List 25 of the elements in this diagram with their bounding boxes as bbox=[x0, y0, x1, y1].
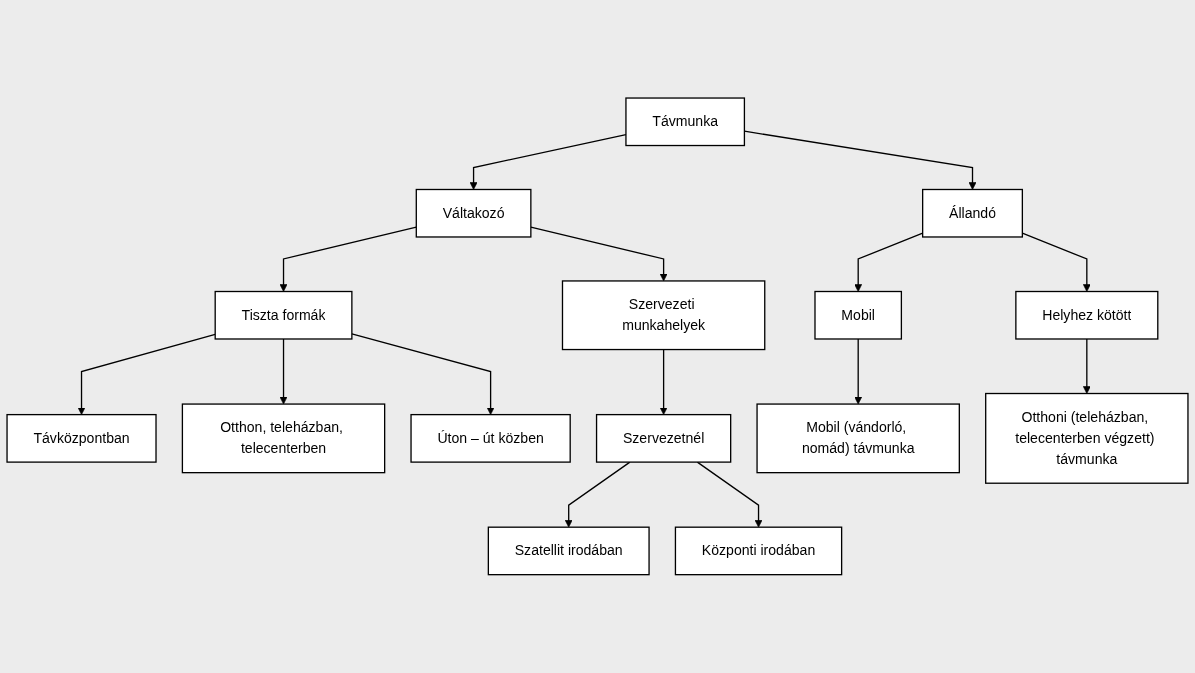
arrow bbox=[77, 333, 216, 416]
node-box: Otthon, teleházban, telecenterben bbox=[181, 403, 386, 474]
arrow bbox=[1082, 338, 1091, 394]
arrow bbox=[564, 461, 631, 528]
node-box: Állandó bbox=[922, 188, 1023, 238]
arrow bbox=[530, 226, 668, 282]
node-box: Tiszta formák bbox=[214, 290, 353, 340]
node-box: Váltakozó bbox=[415, 188, 532, 238]
node-box: Szervezeti munkahelyek bbox=[561, 280, 766, 351]
node-box: Otthoni (teleházban, telecenterben végzett) távmunka bbox=[985, 393, 1189, 484]
arrow bbox=[696, 461, 763, 528]
arrow bbox=[659, 349, 668, 416]
arrow bbox=[351, 333, 495, 416]
node-box: Szervezetnél bbox=[595, 414, 732, 463]
node-box: Távközpontban bbox=[6, 414, 157, 463]
node-box: Központi irodában bbox=[674, 526, 843, 576]
node-box: Helyhez kötött bbox=[1015, 290, 1159, 340]
node-box: Mobil bbox=[814, 290, 903, 340]
node-box: Mobil (vándorló, nomád) távmunka bbox=[756, 403, 960, 474]
node-box: Úton – út közben bbox=[410, 414, 571, 463]
node-box: Szatellit irodában bbox=[487, 526, 650, 576]
node-box: Távmunka bbox=[625, 97, 746, 147]
arrow bbox=[279, 226, 417, 292]
arrow bbox=[854, 338, 863, 405]
arrow bbox=[279, 338, 288, 405]
